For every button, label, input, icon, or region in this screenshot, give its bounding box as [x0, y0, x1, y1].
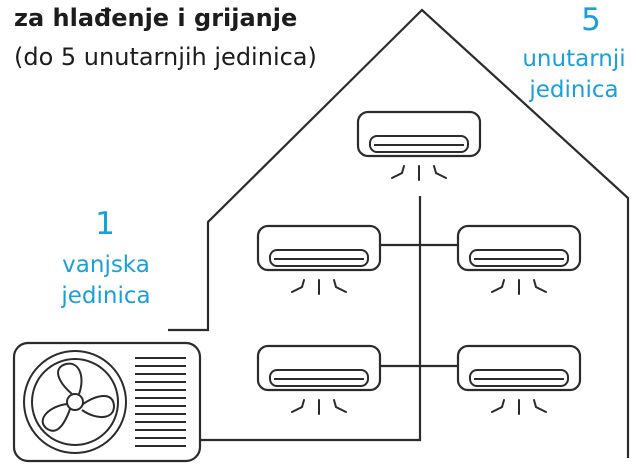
fan-icon [23, 350, 127, 454]
house-outline [168, 8, 630, 458]
indoor-unit-middle-right [456, 224, 582, 296]
outdoor-unit-label: vanjska jedinica [44, 250, 168, 312]
indoor-unit-count: 5 [581, 2, 601, 38]
outdoor-unit-grille [135, 357, 186, 447]
outdoor-unit-label-line2: jedinica [61, 283, 151, 309]
outdoor-unit-count: 1 [95, 206, 115, 242]
outdoor-unit-label-line1: vanjska [62, 252, 150, 278]
indoor-unit-label: unutarnji jedinica [512, 44, 636, 106]
refrigerant-pipes [196, 196, 460, 442]
indoor-unit-top [356, 110, 482, 182]
diagram-subtitle: (do 5 unutarnjih jedinica) [14, 43, 317, 71]
indoor-unit-label-line1: unutarnji [522, 46, 626, 72]
indoor-unit-bottom-left [256, 344, 382, 416]
diagram-title: za hlađenje i grijanje [14, 4, 298, 32]
outdoor-unit [12, 341, 202, 463]
indoor-unit-middle-left [256, 224, 382, 296]
indoor-unit-bottom-right [456, 344, 582, 416]
indoor-unit-label-line2: jedinica [529, 77, 619, 103]
